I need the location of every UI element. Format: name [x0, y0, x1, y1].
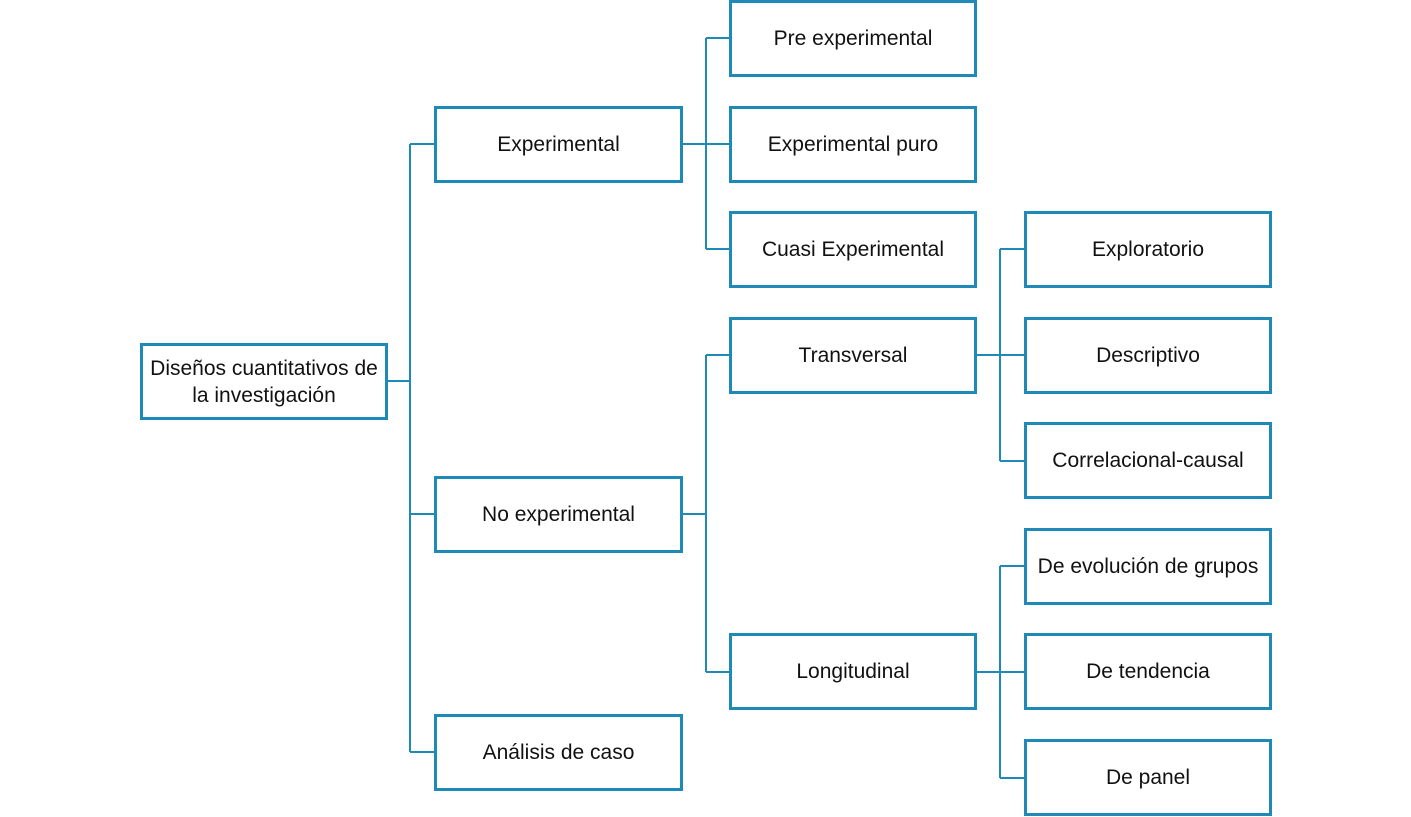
- node-experimental: Experimental: [434, 106, 683, 183]
- node-de-panel-label: De panel: [1105, 766, 1191, 789]
- node-experimental-puro: Experimental puro: [729, 106, 977, 183]
- node-transversal: Transversal: [729, 317, 977, 394]
- node-exploratorio-label: Exploratorio: [1091, 238, 1205, 261]
- node-transversal-label: Transversal: [798, 344, 908, 367]
- node-root-label: Diseños cuantitativos de la investigació…: [150, 356, 378, 407]
- node-no-experimental: No experimental: [434, 476, 683, 553]
- node-de-evolucion-de-grupos-label: De evolución de grupos: [1037, 555, 1259, 578]
- node-descriptivo: Descriptivo: [1024, 317, 1272, 394]
- node-descriptivo-label: Descriptivo: [1096, 344, 1200, 367]
- node-de-panel: De panel: [1024, 739, 1272, 816]
- node-exploratorio: Exploratorio: [1024, 211, 1272, 288]
- node-experimental-puro-label: Experimental puro: [767, 133, 939, 156]
- node-cuasi-experimental-label: Cuasi Experimental: [761, 238, 945, 261]
- node-cuasi-experimental: Cuasi Experimental: [729, 211, 977, 288]
- node-correlacional-causal: Correlacional-causal: [1024, 422, 1272, 499]
- node-de-evolucion-de-grupos: De evolución de grupos: [1024, 528, 1272, 605]
- node-longitudinal: Longitudinal: [729, 633, 977, 710]
- node-de-tendencia-label: De tendencia: [1086, 660, 1210, 683]
- node-analisis-de-caso: Análisis de caso: [434, 714, 683, 791]
- node-pre-experimental: Pre experimental: [729, 0, 977, 77]
- node-analisis-de-caso-label: Análisis de caso: [482, 741, 635, 764]
- node-experimental-label: Experimental: [497, 133, 620, 156]
- node-de-tendencia: De tendencia: [1024, 633, 1272, 710]
- node-pre-experimental-label: Pre experimental: [773, 27, 933, 50]
- node-correlacional-causal-label: Correlacional-causal: [1052, 449, 1244, 472]
- node-root: Diseños cuantitativos de la investigació…: [140, 343, 388, 420]
- node-no-experimental-label: No experimental: [482, 503, 635, 526]
- node-longitudinal-label: Longitudinal: [796, 660, 910, 683]
